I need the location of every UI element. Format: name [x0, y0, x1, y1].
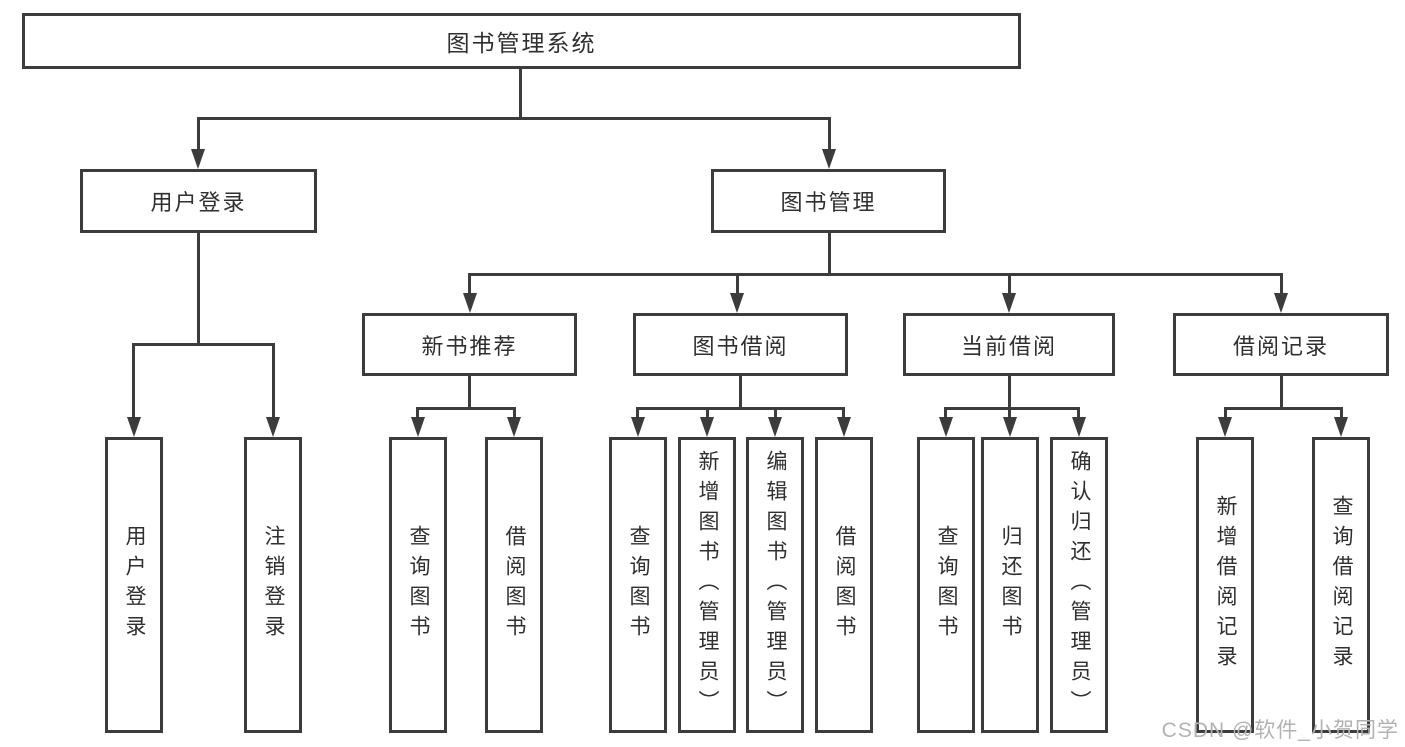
connector-line [272, 343, 275, 419]
node-label: 查询图书 [935, 525, 958, 645]
node-label: 查询借阅记录 [1330, 495, 1353, 675]
node-new-book-recommend: 新书推荐 [362, 313, 577, 376]
connector-line [519, 69, 522, 117]
connector-line [416, 407, 516, 410]
connector-line [944, 407, 947, 421]
connector-line [1008, 273, 1011, 297]
node-label: 确认归还（管理员） [1068, 450, 1091, 720]
leaf-query-books-1: 查询图书 [389, 437, 447, 733]
arrow-down-icon [822, 149, 836, 169]
csdn-watermark: CSDN @软件_小贺同学 [1161, 719, 1399, 742]
connector-line [828, 233, 831, 273]
connector-line [468, 273, 1283, 276]
leaf-query-books-3: 查询图书 [917, 437, 975, 733]
connector-line [828, 117, 831, 151]
node-label: 用户登录 [123, 525, 146, 645]
connector-line [197, 117, 831, 120]
node-label: 查询图书 [407, 525, 430, 645]
leaf-logout: 注销登录 [244, 437, 302, 733]
leaf-return-books: 归还图书 [981, 437, 1039, 733]
connector-line [132, 343, 275, 346]
connector-line [513, 407, 516, 421]
node-current-borrow: 当前借阅 [903, 313, 1115, 376]
node-label: 归还图书 [999, 525, 1022, 645]
node-label: 新增借阅记录 [1214, 495, 1237, 675]
arrow-down-icon [507, 417, 521, 437]
arrow-down-icon [1334, 417, 1348, 437]
connector-line [1008, 376, 1011, 407]
arrow-down-icon [1072, 417, 1086, 437]
node-root-system: 图书管理系统 [22, 13, 1021, 69]
arrow-down-icon [730, 293, 744, 313]
connector-line [416, 407, 419, 421]
node-label: 图书借阅 [692, 333, 789, 359]
node-label: 新增图书（管理员） [696, 450, 719, 720]
connector-line [774, 407, 777, 421]
leaf-query-borrow-record: 查询借阅记录 [1312, 437, 1370, 733]
arrow-down-icon [939, 417, 953, 437]
node-book-borrow: 图书借阅 [633, 313, 848, 376]
connector-line [736, 273, 739, 297]
node-label: 新书推荐 [421, 333, 518, 359]
connector-line [197, 233, 200, 343]
node-root-label: 图书管理系统 [446, 30, 597, 56]
node-label: 借阅图书 [503, 525, 526, 645]
node-label: 编辑图书（管理员） [764, 450, 787, 720]
connector-line [1008, 407, 1011, 421]
connector-line [1224, 407, 1343, 410]
node-label: 用户登录 [150, 190, 247, 215]
arrow-down-icon [411, 417, 425, 437]
leaf-borrow-books-1: 借阅图书 [485, 437, 543, 733]
arrow-down-icon [127, 417, 141, 437]
leaf-edit-books-admin: 编辑图书（管理员） [746, 437, 804, 733]
node-label: 查询图书 [627, 525, 650, 645]
arrow-down-icon [1002, 293, 1016, 313]
connector-line [636, 407, 639, 421]
leaf-borrow-books-2: 借阅图书 [815, 437, 873, 733]
connector-line [197, 117, 200, 151]
arrow-down-icon [700, 417, 714, 437]
leaf-add-books-admin: 新增图书（管理员） [678, 437, 736, 733]
leaf-confirm-return-admin: 确认归还（管理员） [1050, 437, 1108, 733]
node-label: 当前借阅 [960, 333, 1057, 359]
node-label: 注销登录 [262, 525, 285, 645]
connector-line [1077, 407, 1080, 421]
leaf-user-login: 用户登录 [105, 437, 163, 733]
leaf-query-books-2: 查询图书 [609, 437, 667, 733]
node-user-login: 用户登录 [80, 169, 317, 233]
arrow-down-icon [768, 417, 782, 437]
connector-line [842, 407, 845, 421]
connector-line [1224, 407, 1227, 421]
connector-line [706, 407, 709, 421]
connector-line [468, 376, 471, 407]
arrow-down-icon [1274, 293, 1288, 313]
node-label: 借阅记录 [1232, 333, 1329, 359]
connector-line [1340, 407, 1343, 421]
node-label: 图书管理 [780, 190, 877, 215]
arrow-down-icon [191, 149, 205, 169]
arrow-down-icon [837, 417, 851, 437]
arrow-down-icon [463, 293, 477, 313]
node-label: 借阅图书 [833, 525, 856, 645]
connector-line [944, 407, 1080, 410]
connector-line [132, 343, 135, 419]
connector-line [739, 376, 742, 407]
connector-line [468, 273, 471, 297]
connector-line [1280, 376, 1283, 407]
arrow-down-icon [1003, 417, 1017, 437]
arrow-down-icon [266, 417, 280, 437]
leaf-add-borrow-record: 新增借阅记录 [1196, 437, 1254, 733]
connector-line [1280, 273, 1283, 297]
arrow-down-icon [631, 417, 645, 437]
node-borrow-records: 借阅记录 [1173, 313, 1389, 376]
arrow-down-icon [1218, 417, 1232, 437]
connector-line [636, 407, 845, 410]
node-book-management: 图书管理 [711, 169, 946, 233]
